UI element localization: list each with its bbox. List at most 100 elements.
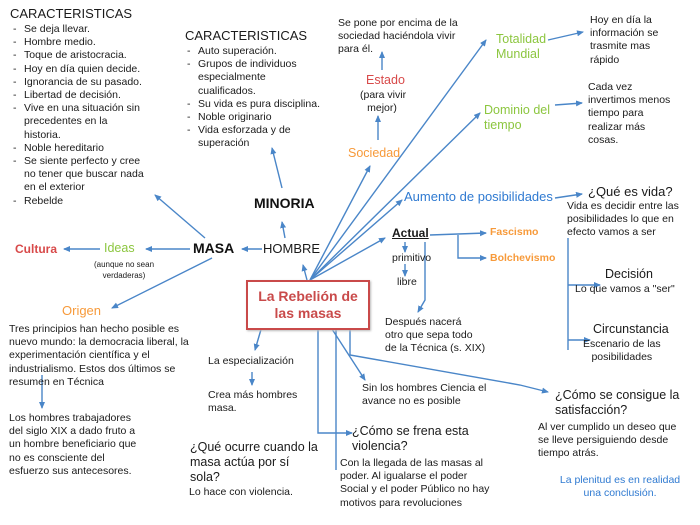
list-item-line: Su vida es pura disciplina. [187,98,320,111]
node-libre: libre [397,276,417,288]
node-circunstancia: Circunstancia [593,322,669,336]
text-line: Hoy en día la [590,14,652,26]
node-que-es-vida: ¿Qué es vida? [588,184,673,199]
text-line: Cada vez [588,81,633,93]
list-item-line: especialmente [198,71,266,84]
text-line: se lleve persiguiendo desde [538,434,669,447]
node-primitivo: primitivo [392,252,432,264]
node-estado: Estado [366,73,405,87]
characteristics-minority-list: Auto superación.Grupos de individuosespe… [187,45,320,151]
text-line: Mundial [496,47,540,61]
list-item-line: Libertad de decisión. [13,89,144,102]
text-line: realizar más [588,120,646,133]
text-line: no es consciente del [9,451,105,464]
text-line: una conclusión. [583,487,657,500]
list-item-line: Noble hereditario [13,142,144,155]
text-line: experimentación científica y el [9,349,150,362]
characteristics-mass-list: Se deja llevar.Hombre medio.Toque de ari… [13,23,144,208]
list-item-line: precedentes en la [24,115,108,128]
text-line: Dominio del [484,103,551,117]
text-line: satisfacción? [555,403,628,417]
text-line: tiempo [484,118,522,132]
text-line: ¿Cómo se frena esta [352,424,469,438]
node-decision: Decisión [605,267,653,281]
text-line: tiempo para [588,107,644,120]
text-line: Se pone por encima de la [338,17,458,29]
node-origen: Origen [62,303,102,318]
list-item-line: cualificados. [198,84,256,97]
text-line: ¿Qué ocurre cuando la [190,440,318,454]
decision-text: Lo que vamos a "ser" [575,283,675,295]
list-item-line: no tener que buscar nada [24,168,144,181]
text-line: sola? [190,470,220,484]
text-line: Sin los hombres Ciencia el [362,382,487,394]
text-line: información se [590,27,659,40]
node-bolchevismo: Bolchevismo [490,252,556,264]
list-item-line: Toque de aristocracia. [13,49,144,62]
list-item-line: Hombre medio. [13,36,144,49]
node-cultura: Cultura [15,242,57,256]
characteristics-minority-title: CARACTERISTICAS [185,28,308,43]
text-line: invertimos menos [588,94,671,107]
list-item-line: Auto superación. [187,45,320,58]
text-line: otro que sepa todo [385,329,473,342]
text-line: Escenario de las [583,338,661,350]
text-line: Los hombres trabajadores [9,412,131,424]
node-especializacion: La especialización [208,355,294,367]
text-line: cosas. [588,133,619,146]
text-line: esfuerzo sus antecesores. [9,464,132,477]
text-line: resumen en Técnica [9,375,104,388]
central-topic-title: La Rebelión de las masas [258,288,358,321]
list-item-line: Hoy en día quien decide. [13,63,144,76]
text-line: masa actúa por sí [190,455,290,469]
list-item-line: superación [198,137,250,150]
text-line: Tres principios han hecho posible es [9,323,180,335]
list-item-line: historia. [24,128,61,141]
node-hombre: HOMBRE [263,241,321,256]
node-minoria: MINORIA [254,195,315,211]
text-line: un hombre beneficiario que [9,438,137,451]
text-line: trasmite mas [590,40,651,53]
list-item-line: Noble originario [187,111,320,124]
text-line: motivos para revoluciones [340,496,462,509]
text-line: industrialismo. Estos dos últimos se [9,362,176,375]
text-line: Al ver cumplido un deseo que [538,421,677,433]
text-line: Social y el poder Público no hay [340,483,490,496]
text-line: rápido [590,53,620,66]
list-item-line: Vive en una situación sin [13,102,144,115]
list-item-line: en el exterior [24,181,85,194]
text-line: Después nacerá [385,316,462,328]
node-aumento-posibilidades: Aumento de posibilidades [404,189,553,204]
characteristics-mass-title: CARACTERISTICAS [10,6,133,21]
list-item-line: Se deja llevar. [13,23,144,36]
list-item-line: Ignorancia de su pasado. [13,76,144,89]
text-line: Vida es decidir entre las [567,200,679,212]
text-line: posibilidades lo que en [567,213,674,226]
violencia-text: Lo hace con violencia. [189,486,293,498]
central-topic-box: La Rebelión de las masas [246,280,370,330]
text-line: del siglo XIX a dado fruto a [9,425,136,438]
text-line: Totalidad [496,32,547,46]
node-fascismo: Fascismo [490,226,539,238]
text-line: Con la llegada de las masas al [340,457,484,469]
node-masa: MASA [193,240,235,256]
text-line: efecto vamos a ser [567,226,656,239]
text-line: Crea más hombres [208,389,298,401]
node-sociedad: Sociedad [348,146,401,160]
text-line: masa. [208,402,237,415]
